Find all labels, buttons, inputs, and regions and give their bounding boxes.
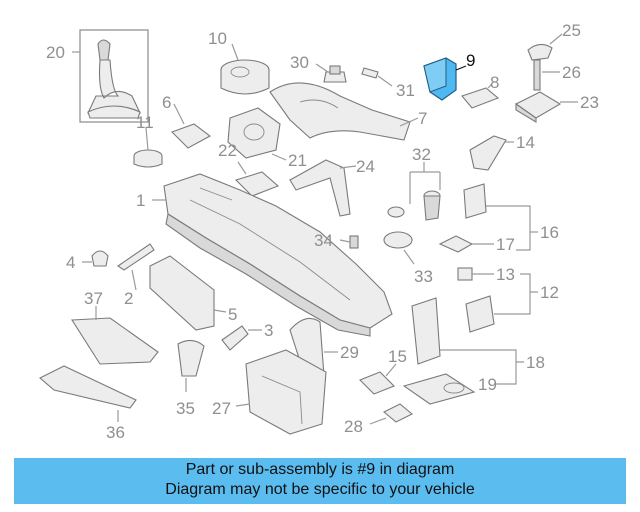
part-9-bracket[interactable] [423, 57, 457, 101]
callout-32: 32 [412, 145, 431, 164]
banner-line-1: Part or sub-assembly is #9 in diagram [185, 461, 455, 478]
part-28-clip[interactable] [383, 403, 413, 423]
callout-33: 33 [414, 267, 433, 286]
callout-12: 12 [540, 283, 559, 302]
callout-7: 7 [418, 109, 427, 128]
part-19-tray[interactable] [402, 373, 476, 405]
callout-14: 14 [516, 133, 535, 152]
part-23-shift-plate[interactable] [514, 91, 562, 123]
callout-4: 4 [66, 253, 75, 272]
callout-28: 28 [344, 417, 363, 436]
callout-8: 8 [490, 73, 499, 92]
callout-26: 26 [562, 63, 581, 82]
part-15-pad[interactable] [359, 371, 395, 395]
part-1-center-console[interactable] [163, 173, 393, 337]
callout-5: 5 [228, 305, 237, 324]
part-16-vent[interactable] [463, 183, 487, 219]
callout-20: 20 [46, 43, 65, 62]
part-14-side-trim[interactable] [469, 135, 507, 171]
part-10-cup-holder[interactable] [220, 59, 270, 95]
part-33-outlet[interactable] [383, 231, 413, 249]
part-22-tray[interactable] [234, 171, 280, 197]
part-12-panel[interactable] [465, 295, 495, 333]
part-24-rail[interactable] [289, 159, 351, 217]
part-25-gear-knob[interactable] [527, 43, 553, 61]
part-20-shift-boot[interactable] [79, 29, 149, 123]
callout-11: 11 [136, 113, 154, 132]
callout-37: 37 [84, 289, 103, 308]
callout-31: 31 [396, 81, 415, 100]
part-30-clip[interactable] [323, 65, 347, 83]
part-8-switch-panel[interactable] [461, 87, 500, 109]
parts-diagram: 20 10 30 31 9 8 25 26 [39, 21, 599, 442]
part-35-lighter[interactable] [177, 339, 205, 377]
part-4-button[interactable] [91, 250, 109, 267]
part-36-rail[interactable] [39, 365, 137, 409]
callout-29: 29 [340, 343, 359, 362]
part-18-storage-lid[interactable] [411, 297, 441, 365]
part-26-shaft[interactable] [533, 59, 541, 91]
banner-line-2: Diagram may not be specific to your vehi… [165, 481, 475, 498]
callout-1: 1 [136, 191, 145, 210]
callout-25: 25 [562, 21, 581, 40]
part-5-side-panel[interactable] [149, 255, 215, 331]
callout-2: 2 [124, 289, 133, 308]
callout-30: 30 [290, 53, 309, 72]
callout-34: 34 [314, 231, 333, 250]
part-27-shifter-housing[interactable] [245, 349, 327, 435]
callout-24: 24 [356, 157, 375, 176]
callout-21: 21 [288, 151, 307, 170]
callout-10: 10 [208, 29, 227, 48]
callout-16: 16 [540, 223, 559, 242]
callout-27: 27 [212, 399, 231, 418]
callout-15: 15 [388, 347, 407, 366]
callout-13: 13 [496, 265, 515, 284]
part-11-round-cover[interactable] [133, 149, 163, 168]
part-37-trim-strip[interactable] [71, 317, 159, 365]
callout-18: 18 [526, 353, 545, 372]
part-2-bracket[interactable] [117, 243, 155, 271]
part-17-clip[interactable] [438, 235, 474, 253]
callout-35: 35 [176, 399, 195, 418]
part-7-upper-trim[interactable] [269, 82, 411, 141]
callout-19: 19 [478, 375, 497, 394]
callout-6: 6 [162, 93, 171, 112]
info-banner: Part or sub-assembly is #9 in diagram Di… [14, 458, 626, 504]
part-29-lever-cover[interactable] [289, 317, 325, 381]
callout-3: 3 [264, 321, 273, 340]
callout-23: 23 [580, 93, 599, 112]
callout-17: 17 [496, 235, 515, 254]
part-21-boot-frame[interactable] [227, 107, 281, 159]
part-6-trim-cap[interactable] [171, 123, 212, 149]
callout-36: 36 [106, 423, 125, 442]
callout-22: 22 [218, 141, 237, 160]
part-34-bolt[interactable] [349, 235, 359, 249]
part-31-pin[interactable] [361, 67, 379, 79]
callout-9: 9 [466, 51, 475, 70]
part-32-sockets[interactable] [387, 190, 441, 221]
part-3-bracket[interactable] [221, 325, 249, 351]
part-13-switch[interactable] [457, 267, 473, 281]
